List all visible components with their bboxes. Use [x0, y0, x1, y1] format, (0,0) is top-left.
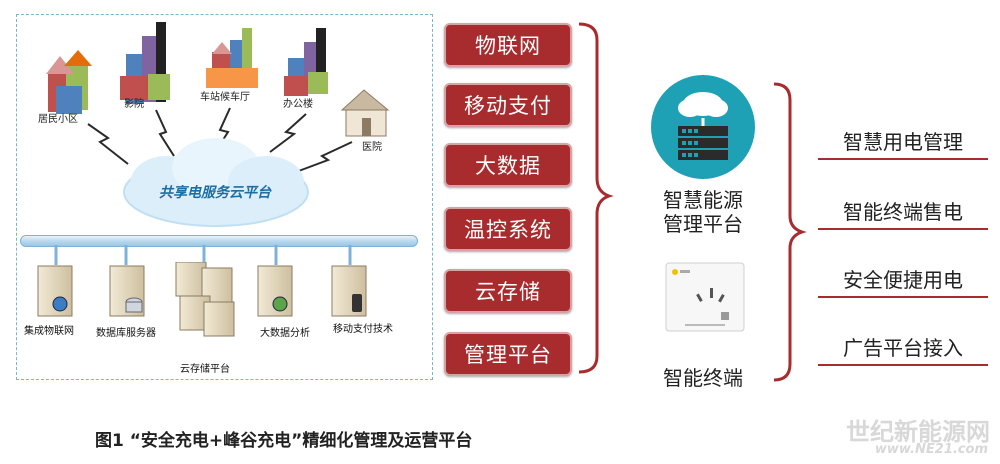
tech-cloud-storage: 云存储 — [444, 269, 572, 313]
function-underline — [818, 228, 988, 230]
building-label-station: 车站候车厅 — [200, 92, 250, 103]
watermark-url: www.NE21.com — [874, 442, 988, 457]
building-label-hospital: 医院 — [362, 142, 382, 153]
cloud-icon — [123, 138, 309, 227]
left-bracket — [578, 22, 614, 374]
function-terminal-sale: 智能终端售电 — [843, 200, 963, 224]
tech-iot: 物联网 — [444, 23, 572, 67]
function-smart-usage: 智慧用电管理 — [843, 130, 963, 154]
server-label-big-data: 大数据分析 — [260, 328, 310, 339]
tech-temperature-control: 温控系统 — [444, 207, 572, 251]
function-underline — [818, 364, 988, 366]
tech-big-data: 大数据 — [444, 143, 572, 187]
right-bracket — [773, 82, 807, 382]
network-bus — [20, 235, 418, 247]
hospital-building-icon — [340, 89, 390, 137]
server-label-database: 数据库服务器 — [96, 328, 156, 339]
tech-mobile-payment: 移动支付 — [444, 83, 572, 127]
cloud-platform-label: 共享电服务云平台 — [159, 185, 271, 201]
building-label-office: 办公楼 — [283, 99, 313, 110]
server-label-cloud-storage: 云存储平台 — [180, 364, 230, 375]
platform-label-line2: 管理平台 — [663, 212, 743, 236]
function-underline — [818, 158, 988, 160]
platform-label-line1: 智慧能源 — [663, 188, 743, 212]
bus-connectors — [54, 245, 352, 265]
database-server-icon — [109, 265, 145, 317]
cloud-server-icon — [651, 75, 755, 179]
server-label-iot: 集成物联网 — [24, 326, 74, 337]
function-safe-usage: 安全便捷用电 — [843, 268, 963, 292]
cloud-storage-server-icon — [175, 262, 235, 337]
lightning-icon — [87, 107, 353, 173]
figure-caption: 图1 “安全充电+峰谷充电”精细化管理及运营平台 — [95, 431, 473, 451]
tech-management-platform: 管理平台 — [444, 332, 572, 376]
function-underline — [818, 296, 988, 298]
office-building-icon — [284, 28, 328, 96]
cinema-building-icon — [120, 22, 170, 104]
server-label-mobile-payment: 移动支付技术 — [333, 324, 393, 335]
watermark-text: 世纪新能源网 — [846, 418, 990, 446]
station-building-icon — [206, 28, 258, 88]
servers-illustration — [37, 262, 367, 337]
smart-socket-icon — [665, 262, 745, 332]
residential-building-icon — [46, 50, 92, 114]
mobile-payment-server-icon — [331, 265, 367, 317]
building-label-cinema: 影院 — [124, 99, 144, 110]
server-icon — [37, 265, 73, 317]
function-ad-platform: 广告平台接入 — [843, 336, 963, 360]
big-data-server-icon — [257, 265, 293, 317]
buildings-illustration — [46, 22, 390, 227]
building-label-residential: 居民小区 — [38, 114, 78, 125]
terminal-label: 智能终端 — [663, 366, 743, 390]
